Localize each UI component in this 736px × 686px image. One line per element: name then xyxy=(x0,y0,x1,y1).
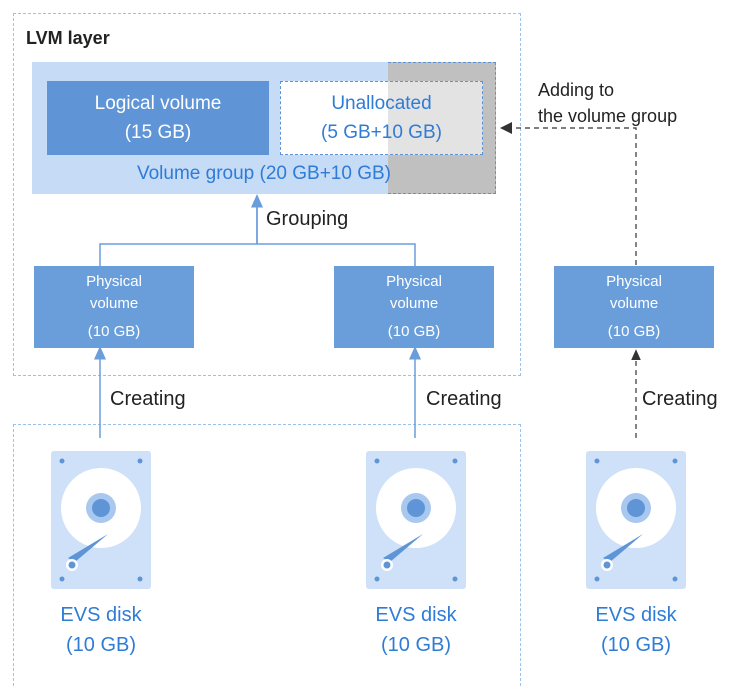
pv-name-line1: Physical xyxy=(86,273,142,290)
evs-disk-icon xyxy=(51,451,151,589)
pv-name-line1: Physical xyxy=(606,273,662,290)
lvm-layer-title: LVM layer xyxy=(26,28,110,48)
unallocated-white xyxy=(280,81,388,155)
pv-name-line2: volume xyxy=(389,295,439,312)
disk-size: (10 GB) xyxy=(65,634,137,656)
physical-volume-1: Physical volume (10 GB) xyxy=(34,266,194,348)
adding-label-line1: Adding to xyxy=(538,80,615,100)
disk-label-2: EVS disk (10 GB) xyxy=(336,600,496,660)
adding-arrowhead xyxy=(500,122,512,134)
pv-name-line2: volume xyxy=(609,295,659,312)
logical-volume-box: Logical volume (15 GB) xyxy=(47,81,269,155)
pv-size: (10 GB) xyxy=(87,323,141,340)
pv-name-line2: volume xyxy=(89,295,139,312)
unallocated-size: (5 GB+10 GB) xyxy=(321,122,442,143)
unallocated-box: Unallocated (5 GB+10 GB) xyxy=(280,81,483,155)
disk-layer-region xyxy=(13,424,521,686)
logical-volume-name: Logical volume xyxy=(94,93,222,114)
unallocated-added-part xyxy=(388,81,483,155)
disk-name: EVS disk xyxy=(595,604,677,626)
grouping-label: Grouping xyxy=(266,208,349,230)
creating-label-3: Creating xyxy=(642,388,718,410)
disk-size: (10 GB) xyxy=(380,634,452,656)
logical-volume-size: (15 GB) xyxy=(124,122,192,143)
disk-label-1: EVS disk (10 GB) xyxy=(21,600,181,660)
unallocated-name: Unallocated xyxy=(331,93,432,114)
physical-volume-2: Physical volume (10 GB) xyxy=(334,266,494,348)
pv-name-line1: Physical xyxy=(386,273,442,290)
creating-label-2: Creating xyxy=(426,388,502,410)
disk-label-3: EVS disk (10 GB) xyxy=(556,600,716,660)
disk-name: EVS disk xyxy=(60,604,142,626)
pv-size: (10 GB) xyxy=(387,323,441,340)
adding-label-line2: the volume group xyxy=(538,106,678,126)
disk-name: EVS disk xyxy=(375,604,457,626)
evs-disk-icon xyxy=(586,451,686,589)
creating-label-1: Creating xyxy=(110,388,186,410)
volume-group-label: Volume group (20 GB+10 GB) xyxy=(136,163,391,184)
physical-volume-3: Physical volume (10 GB) xyxy=(554,266,714,348)
pv-size: (10 GB) xyxy=(607,323,661,340)
evs-disk-icon xyxy=(366,451,466,589)
lvm-layer-region xyxy=(13,13,521,376)
volume-group-added-outline xyxy=(388,62,496,194)
adding-connector xyxy=(510,127,637,265)
disk-size: (10 GB) xyxy=(600,634,672,656)
